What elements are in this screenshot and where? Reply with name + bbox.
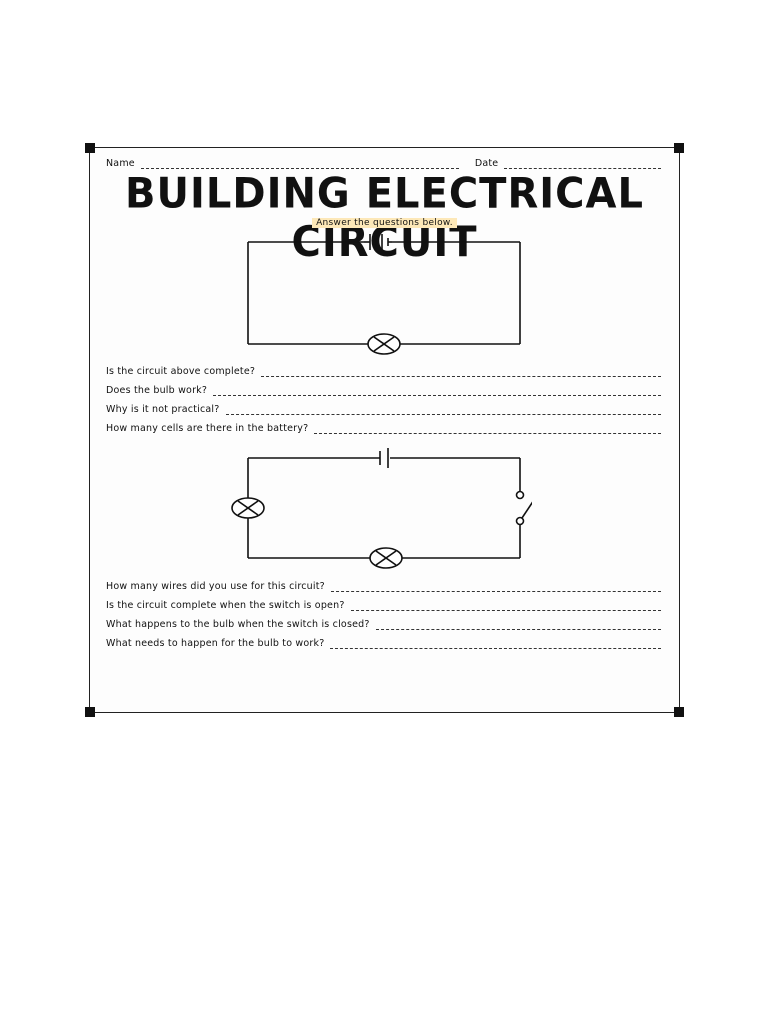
corner-mark bbox=[674, 143, 684, 153]
bulb-icon bbox=[231, 497, 265, 519]
name-blank[interactable] bbox=[140, 160, 459, 169]
answer-blank[interactable] bbox=[261, 368, 661, 377]
name-date-row: Name Date bbox=[106, 158, 661, 169]
battery-icon bbox=[364, 234, 392, 250]
question-text: How many wires did you use for this circ… bbox=[106, 581, 325, 592]
battery-icon bbox=[379, 448, 389, 468]
corner-mark bbox=[85, 707, 95, 717]
corner-mark bbox=[674, 707, 684, 717]
question-row: How many cells are there in the battery? bbox=[106, 423, 661, 434]
answer-blank[interactable] bbox=[375, 621, 661, 630]
question-text: What needs to happen for the bulb to wor… bbox=[106, 638, 325, 649]
date-label: Date bbox=[474, 158, 499, 169]
question-text: Is the circuit above complete? bbox=[106, 366, 256, 377]
question-text: Why is it not practical? bbox=[106, 404, 220, 415]
bulb-icon bbox=[367, 333, 401, 355]
question-row: Is the circuit complete when the switch … bbox=[106, 600, 661, 611]
question-text: Is the circuit complete when the switch … bbox=[106, 600, 345, 611]
question-row: What happens to the bulb when the switch… bbox=[106, 619, 661, 630]
question-text: What happens to the bulb when the switch… bbox=[106, 619, 370, 630]
circuit-diagram-1 bbox=[247, 234, 521, 355]
date-blank[interactable] bbox=[504, 160, 661, 169]
answer-blank[interactable] bbox=[213, 387, 661, 396]
switch-icon bbox=[515, 490, 532, 526]
question-row: How many wires did you use for this circ… bbox=[106, 581, 661, 592]
question-row: What needs to happen for the bulb to wor… bbox=[106, 638, 661, 649]
worksheet: Name Date BUILDING ELECTRICAL CIRCUIT An… bbox=[85, 143, 684, 717]
question-text: How many cells are there in the battery? bbox=[106, 423, 309, 434]
bulb-icon bbox=[369, 547, 403, 569]
name-label: Name bbox=[106, 158, 135, 169]
instructions: Answer the questions below. bbox=[312, 218, 457, 228]
question-row: Why is it not practical? bbox=[106, 404, 661, 415]
answer-blank[interactable] bbox=[314, 425, 661, 434]
corner-mark bbox=[85, 143, 95, 153]
answer-blank[interactable] bbox=[350, 602, 661, 611]
answer-blank[interactable] bbox=[330, 583, 661, 592]
answer-blank[interactable] bbox=[225, 406, 661, 415]
circuit-diagram-2 bbox=[231, 448, 532, 569]
answer-blank[interactable] bbox=[330, 640, 661, 649]
question-row: Is the circuit above complete? bbox=[106, 366, 661, 377]
question-row: Does the bulb work? bbox=[106, 385, 661, 396]
question-text: Does the bulb work? bbox=[106, 385, 208, 396]
